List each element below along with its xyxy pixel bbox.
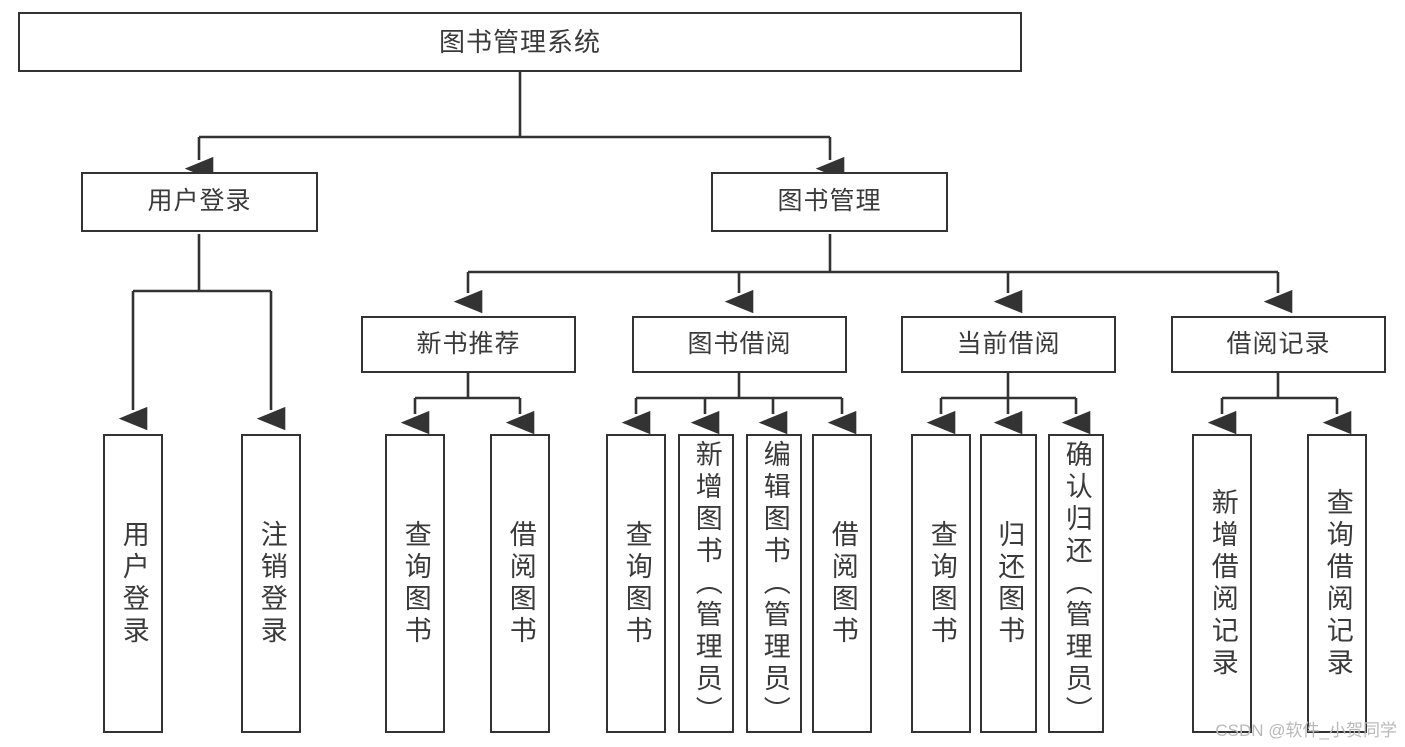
- node-borrow-record[interactable]: 借阅记录: [1171, 316, 1386, 373]
- leaf-book-borrow-query-book-label: 查询图书: [621, 519, 652, 648]
- leaf-borrow-record-query-record[interactable]: 查询借阅记录: [1307, 434, 1367, 733]
- node-book-borrow[interactable]: 图书借阅: [632, 316, 847, 373]
- leaf-book-borrow-edit-book-admin-label: 编辑图书（管理员）: [759, 439, 790, 728]
- leaf-user-login-login-label: 用户登录: [118, 519, 149, 648]
- leaf-book-borrow-borrow-book-label: 借阅图书: [827, 519, 858, 648]
- node-borrow-record-label: 借阅记录: [1226, 329, 1331, 358]
- leaf-current-borrow-confirm-return-admin-label: 确认归还（管理员）: [1061, 439, 1092, 728]
- node-user-login-label: 用户登录: [147, 187, 252, 216]
- leaf-current-borrow-query-book[interactable]: 查询图书: [911, 434, 971, 733]
- leaf-new-book-borrow-book[interactable]: 借阅图书: [490, 434, 550, 733]
- leaf-new-book-borrow-book-label: 借阅图书: [505, 519, 536, 648]
- node-book-management[interactable]: 图书管理: [711, 172, 948, 232]
- leaf-book-borrow-add-book-admin[interactable]: 新增图书（管理员）: [678, 434, 734, 733]
- node-book-management-label: 图书管理: [777, 187, 882, 216]
- leaf-new-book-query-book-label: 查询图书: [400, 519, 431, 648]
- node-book-borrow-label: 图书借阅: [687, 329, 792, 358]
- leaf-borrow-record-add-record[interactable]: 新增借阅记录: [1192, 434, 1252, 733]
- node-current-borrow[interactable]: 当前借阅: [901, 316, 1116, 373]
- node-current-borrow-label: 当前借阅: [956, 329, 1061, 358]
- node-user-login[interactable]: 用户登录: [81, 172, 318, 232]
- leaf-new-book-query-book[interactable]: 查询图书: [385, 434, 445, 733]
- leaf-book-borrow-add-book-admin-label: 新增图书（管理员）: [691, 439, 722, 728]
- node-new-book-recommend[interactable]: 新书推荐: [361, 316, 576, 373]
- leaf-book-borrow-borrow-book[interactable]: 借阅图书: [812, 434, 872, 733]
- node-new-book-recommend-label: 新书推荐: [416, 329, 521, 358]
- csdn-watermark: CSDN @软件_小贺同学: [1215, 721, 1397, 740]
- leaf-borrow-record-add-record-label: 新增借阅记录: [1207, 487, 1238, 680]
- leaf-user-login-logout-label: 注销登录: [256, 519, 287, 648]
- leaf-borrow-record-query-record-label: 查询借阅记录: [1322, 487, 1353, 680]
- leaf-current-borrow-return-book-label: 归还图书: [994, 519, 1025, 648]
- leaf-current-borrow-return-book[interactable]: 归还图书: [980, 434, 1037, 733]
- leaf-user-login-login[interactable]: 用户登录: [103, 434, 163, 733]
- leaf-current-borrow-confirm-return-admin[interactable]: 确认归还（管理员）: [1048, 434, 1104, 733]
- leaf-current-borrow-query-book-label: 查询图书: [926, 519, 957, 648]
- leaf-book-borrow-edit-book-admin[interactable]: 编辑图书（管理员）: [746, 434, 802, 733]
- node-root-book-management-system[interactable]: 图书管理系统: [18, 12, 1022, 72]
- node-root-label: 图书管理系统: [438, 26, 601, 57]
- leaf-user-login-logout[interactable]: 注销登录: [241, 434, 301, 733]
- leaf-book-borrow-query-book[interactable]: 查询图书: [606, 434, 666, 733]
